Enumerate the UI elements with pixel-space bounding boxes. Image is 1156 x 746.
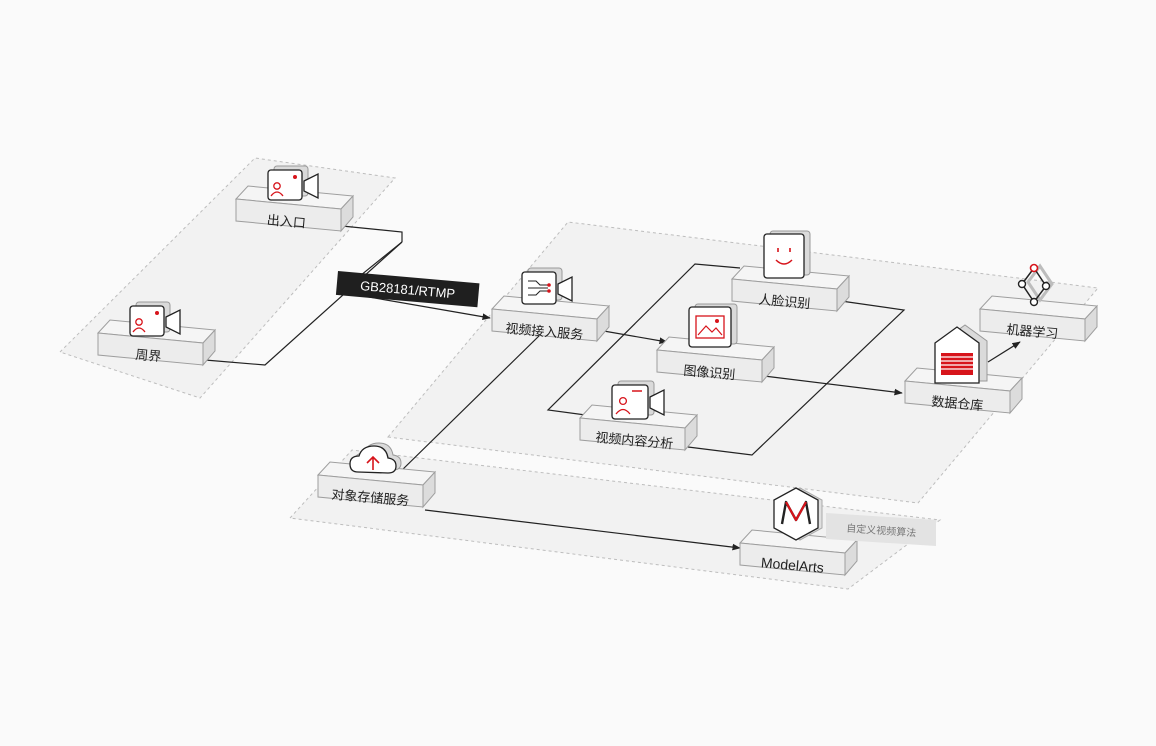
link-content-face xyxy=(687,299,906,456)
node-label: 对象存储服务 xyxy=(331,487,410,510)
node-label: 机器学习 xyxy=(1006,322,1059,342)
node-video-content-analysis[interactable]: 视频内容分析 xyxy=(578,380,699,453)
camera-icon xyxy=(267,165,319,201)
node-label: 出入口 xyxy=(266,213,306,231)
node-machine-learning[interactable]: 机器学习 xyxy=(978,263,1099,343)
camera-icon xyxy=(611,380,665,420)
node-label: 周界 xyxy=(135,348,162,365)
node-face-recognition[interactable]: 人脸识别 xyxy=(730,230,851,313)
node-data-warehouse[interactable]: 数据仓库 xyxy=(903,324,1024,415)
node-perimeter[interactable]: 周界 xyxy=(96,301,217,367)
warehouse-icon xyxy=(934,324,988,384)
link-warehouse-ml xyxy=(987,341,1021,363)
link-access-image xyxy=(597,329,668,345)
cloud-upload-icon xyxy=(349,442,402,474)
link-storage-access xyxy=(397,332,543,475)
node-label: 视频内容分析 xyxy=(595,430,674,453)
custom-algorithm-note: 自定义视频算法 xyxy=(826,513,936,546)
link-image-warehouse xyxy=(763,375,903,396)
node-label: 视频接入服务 xyxy=(505,321,584,344)
node-entrance[interactable]: 出入口 xyxy=(234,165,355,233)
image-icon xyxy=(688,303,738,348)
node-object-storage[interactable]: 对象存储服务 xyxy=(316,442,437,510)
camera-icon xyxy=(129,301,181,337)
modelarts-logo-icon xyxy=(773,487,823,541)
link-storage-modelarts xyxy=(424,509,741,551)
node-video-access[interactable]: 视频接入服务 xyxy=(490,267,611,344)
network-icon xyxy=(1017,263,1054,307)
node-modelarts[interactable]: ModelArts xyxy=(738,487,859,577)
connectors xyxy=(204,225,1021,551)
protocol-tag: GB28181/RTMP xyxy=(335,271,480,308)
node-label: 数据仓库 xyxy=(931,394,984,414)
link-entrance-gateway xyxy=(341,225,403,242)
link-face-content xyxy=(546,263,741,419)
node-label: 人脸识别 xyxy=(758,293,811,312)
face-icon xyxy=(763,230,811,279)
node-label: ModelArts xyxy=(760,554,824,575)
node-image-recognition[interactable]: 图像识别 xyxy=(655,303,776,384)
node-label: 图像识别 xyxy=(683,364,736,383)
video-circuit-icon xyxy=(521,267,573,305)
